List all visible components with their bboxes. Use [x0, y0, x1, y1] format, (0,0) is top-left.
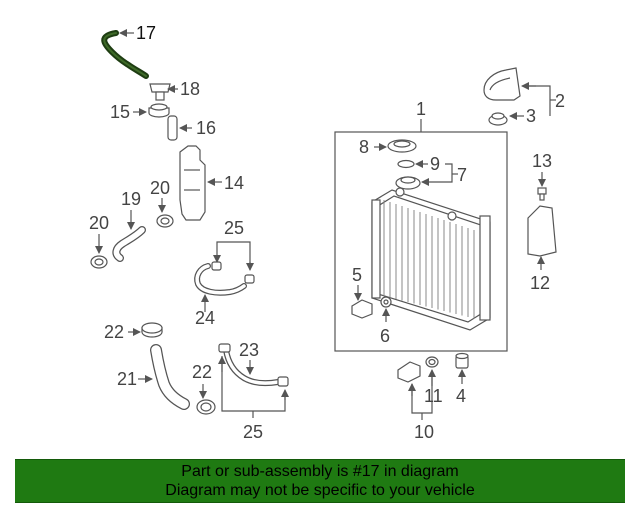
hose-19-part[interactable]: [112, 226, 146, 262]
callout-20-upper: 20: [150, 178, 170, 198]
callout-21: 21: [117, 369, 137, 389]
drain-plug-6-part[interactable]: [380, 296, 392, 308]
callout-25-upper: 25: [224, 218, 244, 238]
hose-clamp-20-lower-part[interactable]: [90, 255, 108, 269]
cover-plate-12-part[interactable]: [527, 205, 557, 257]
hose-clamp-22-part[interactable]: [196, 399, 216, 415]
callout-24: 24: [195, 308, 215, 328]
reservoir-cap-15-part[interactable]: [148, 103, 170, 118]
cap-fitting-18-part[interactable]: [149, 83, 171, 101]
callout-8: 8: [359, 137, 369, 157]
callout-20-lower: 20: [89, 213, 109, 233]
sensor-5-part[interactable]: [351, 299, 373, 319]
callout-3: 3: [526, 106, 536, 126]
bracket-2-part[interactable]: [483, 67, 521, 101]
callout-18: 18: [180, 79, 200, 99]
hose-17-part[interactable]: [101, 30, 149, 79]
banner-line-1: Part or sub-assembly is #17 in diagram: [181, 463, 459, 480]
mount-4-part[interactable]: [455, 352, 469, 369]
callout-23: 23: [239, 340, 259, 360]
callout-6: 6: [380, 326, 390, 346]
bolt-13-part[interactable]: [537, 187, 547, 201]
callout-16: 16: [196, 118, 216, 138]
callout-1: 1: [416, 99, 426, 119]
callout-15: 15: [110, 102, 130, 122]
callout-7: 7: [457, 165, 467, 185]
pipe-16-part[interactable]: [167, 115, 178, 141]
hose-21-part[interactable]: [150, 344, 190, 410]
reservoir-tank-14-part[interactable]: [179, 145, 206, 221]
callout-14: 14: [224, 173, 244, 193]
callout-5: 5: [352, 265, 362, 285]
info-banner: Part or sub-assembly is #17 in diagram D…: [15, 459, 625, 503]
callout-25-lower: 25: [243, 422, 263, 442]
callout-10: 10: [414, 422, 434, 442]
callout-22-upper: 22: [104, 322, 124, 342]
callout-22-lower: 22: [192, 362, 212, 382]
collar-11-part[interactable]: [425, 356, 439, 368]
callout-13: 13: [532, 151, 552, 171]
radiator-cap-22-part[interactable]: [141, 322, 163, 338]
banner-line-2: Diagram may not be specific to your vehi…: [165, 482, 475, 499]
hose-clamp-20-part[interactable]: [156, 214, 174, 228]
radiator-assembly-box: [334, 131, 508, 352]
callout-4: 4: [456, 386, 466, 406]
radiator-cap-7-part[interactable]: [395, 176, 421, 190]
callout-9: 9: [430, 154, 440, 174]
callout-2: 2: [555, 91, 565, 111]
callout-11: 11: [424, 386, 443, 406]
hose-23-part[interactable]: [218, 343, 289, 387]
callout-12: 12: [530, 273, 550, 293]
hose-24-part[interactable]: [194, 261, 255, 296]
callout-17: 17: [136, 23, 156, 43]
callout-19: 19: [121, 189, 141, 209]
fan-switch-10-part[interactable]: [397, 361, 421, 383]
o-ring-9-part[interactable]: [397, 159, 415, 169]
drain-cap-8-part[interactable]: [387, 139, 417, 153]
radiator-1-part[interactable]: [371, 187, 491, 331]
grommet-3-part[interactable]: [488, 112, 508, 126]
